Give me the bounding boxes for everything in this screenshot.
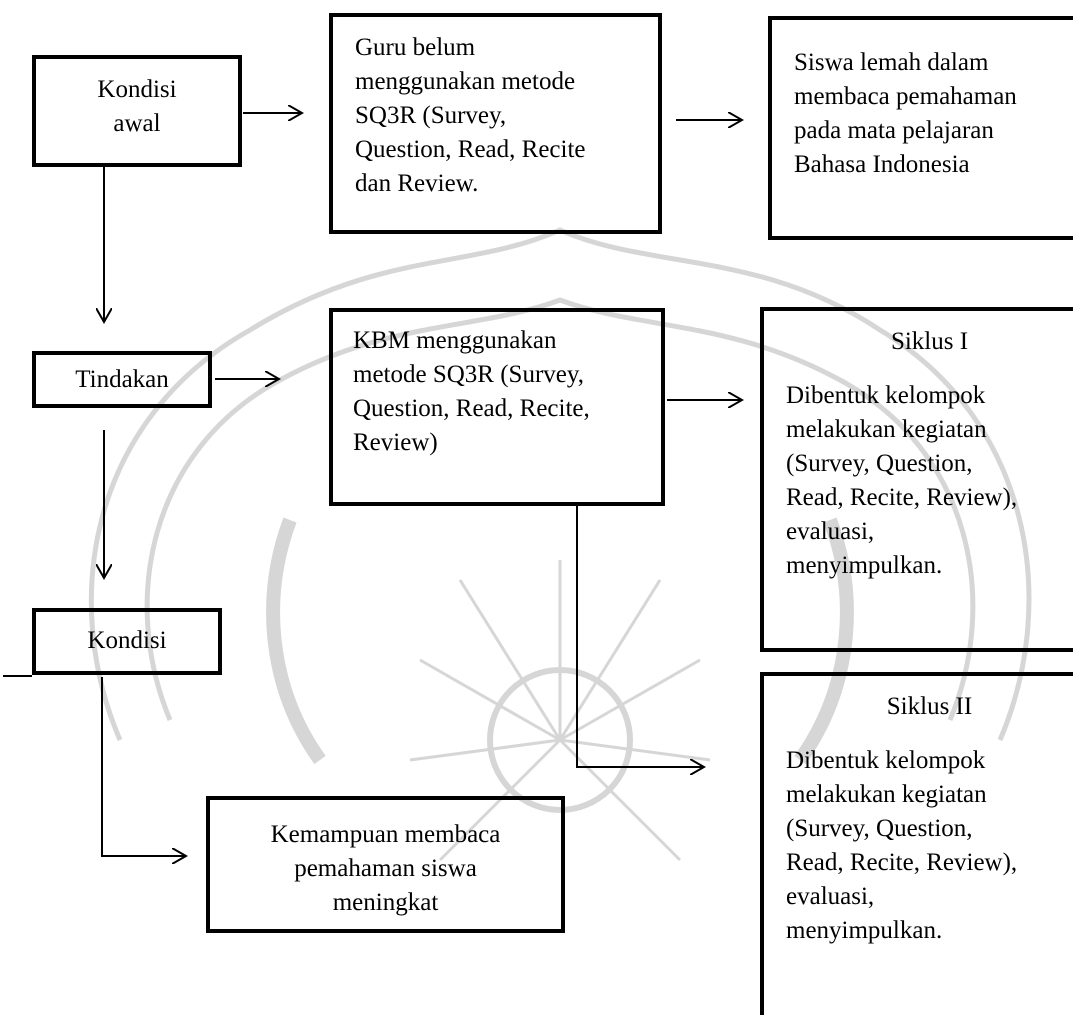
- siswa-lemah-line-2: membaca pemahaman: [794, 83, 1017, 110]
- box-kondisi-awal: Kondisi awal: [32, 55, 242, 167]
- siklus-2-line-6: menyimpulkan.: [786, 917, 943, 944]
- box-kondisi-akhir: Kondisi: [32, 608, 222, 675]
- tindakan-label: Tindakan: [75, 366, 169, 393]
- box-siswa-lemah: Siswa lemah dalam membaca pemahaman pada…: [768, 16, 1073, 240]
- siswa-lemah-line-4: Bahasa Indonesia: [794, 151, 970, 178]
- box-siklus-2: Siklus II Dibentuk kelompok melakukan ke…: [760, 672, 1073, 1015]
- siklus-1-line-3: (Survey, Question,: [786, 450, 973, 477]
- box-tindakan: Tindakan: [32, 351, 212, 408]
- guru-belum-line-3: SQ3R (Survey,: [355, 102, 507, 129]
- siklus-2-line-3: (Survey, Question,: [786, 815, 973, 842]
- kbm-line-3: Question, Read, Recite,: [353, 395, 590, 422]
- kemampuan-line-1: Kemampuan membaca: [270, 821, 501, 848]
- siklus-2-line-2: melakukan kegiatan: [786, 781, 987, 808]
- guru-belum-line-1: Guru belum: [355, 34, 476, 61]
- siklus-2-line-1: Dibentuk kelompok: [786, 747, 986, 774]
- kondisi-awal-line-2: awal: [113, 110, 161, 137]
- kondisi-akhir-label: Kondisi: [87, 627, 167, 654]
- box-kbm: KBM menggunakan metode SQ3R (Survey, Que…: [329, 308, 665, 506]
- siklus-1-line-5: evaluasi,: [786, 518, 875, 545]
- siklus-2-line-5: evaluasi,: [786, 883, 875, 910]
- siklus-2-title: Siklus II: [886, 693, 973, 720]
- siswa-lemah-line-1: Siswa lemah dalam: [794, 49, 989, 76]
- box-siklus-1: Siklus I Dibentuk kelompok melakukan keg…: [760, 307, 1073, 652]
- kemampuan-line-3: meningkat: [332, 889, 439, 916]
- kbm-line-2: metode SQ3R (Survey,: [353, 361, 584, 388]
- kbm-line-4: Review): [353, 429, 438, 456]
- siswa-lemah-line-3: pada mata pelajaran: [794, 117, 994, 144]
- guru-belum-line-2: menggunakan metode: [355, 68, 576, 95]
- arrow-kondisi-to-kemampuan: [101, 677, 186, 856]
- guru-belum-line-5: dan Review.: [355, 170, 479, 197]
- box-kemampuan: Kemampuan membaca pemahaman siswa mening…: [206, 796, 565, 933]
- guru-belum-line-4: Question, Read, Recite: [355, 136, 586, 163]
- siklus-1-line-1: Dibentuk kelompok: [786, 382, 986, 409]
- siklus-1-line-6: menyimpulkan.: [786, 552, 943, 579]
- box-guru-belum: Guru belum menggunakan metode SQ3R (Surv…: [329, 13, 662, 234]
- arrow-kbm-to-siklus2: [576, 506, 704, 767]
- siklus-1-title: Siklus I: [890, 328, 969, 355]
- kondisi-awal-line-1: Kondisi: [97, 76, 177, 103]
- siklus-1-line-2: melakukan kegiatan: [786, 416, 987, 443]
- siklus-1-line-4: Read, Recite, Review),: [786, 484, 1018, 511]
- siklus-2-line-4: Read, Recite, Review),: [786, 849, 1018, 876]
- kbm-line-1: KBM menggunakan: [353, 327, 557, 354]
- kemampuan-line-2: pemahaman siswa: [294, 855, 477, 882]
